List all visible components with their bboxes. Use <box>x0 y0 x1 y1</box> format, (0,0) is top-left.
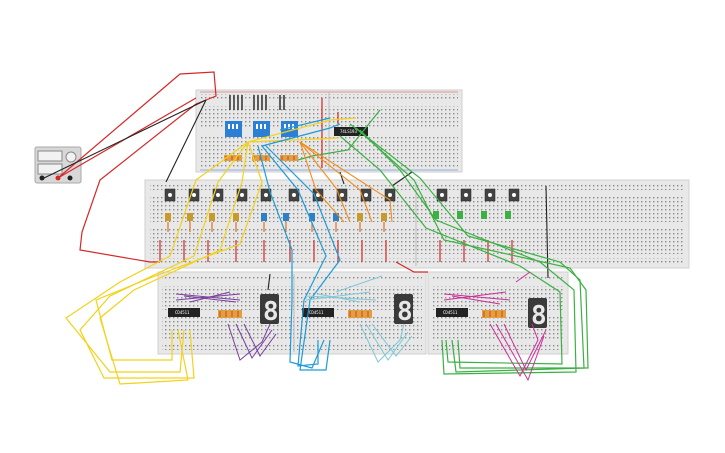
chip-74ls193[interactable]: 74LS193 <box>334 127 368 136</box>
breadboard-top[interactable]: 74LS193 <box>195 89 463 173</box>
seven-segment-display: 8 <box>394 294 413 327</box>
display-glyph: 8 <box>397 297 413 327</box>
wires-green <box>297 109 589 375</box>
chip-label: CD4511 <box>175 310 190 315</box>
chip-label: 74LS193 <box>340 129 357 134</box>
display-glyph: 8 <box>531 301 547 331</box>
breadboard-middle[interactable] <box>144 179 690 269</box>
seven-segment-display: 8 <box>528 298 547 331</box>
display-glyph: 8 <box>263 297 279 327</box>
led-row <box>165 211 511 221</box>
decoder-chip[interactable]: CD4511 <box>168 308 200 317</box>
seven-segment-display: 8 <box>260 294 279 327</box>
wires-yellow <box>65 117 357 385</box>
decoder-chip[interactable]: CD4511 <box>436 308 468 317</box>
wires-purple <box>175 291 277 361</box>
wires-magenta <box>443 271 547 382</box>
decoder-chip[interactable]: CD4511 <box>302 308 334 317</box>
chip-label: CD4511 <box>309 310 324 315</box>
wires-orange <box>299 141 393 223</box>
chip-label: CD4511 <box>443 310 458 315</box>
wires-cyan <box>305 275 413 363</box>
